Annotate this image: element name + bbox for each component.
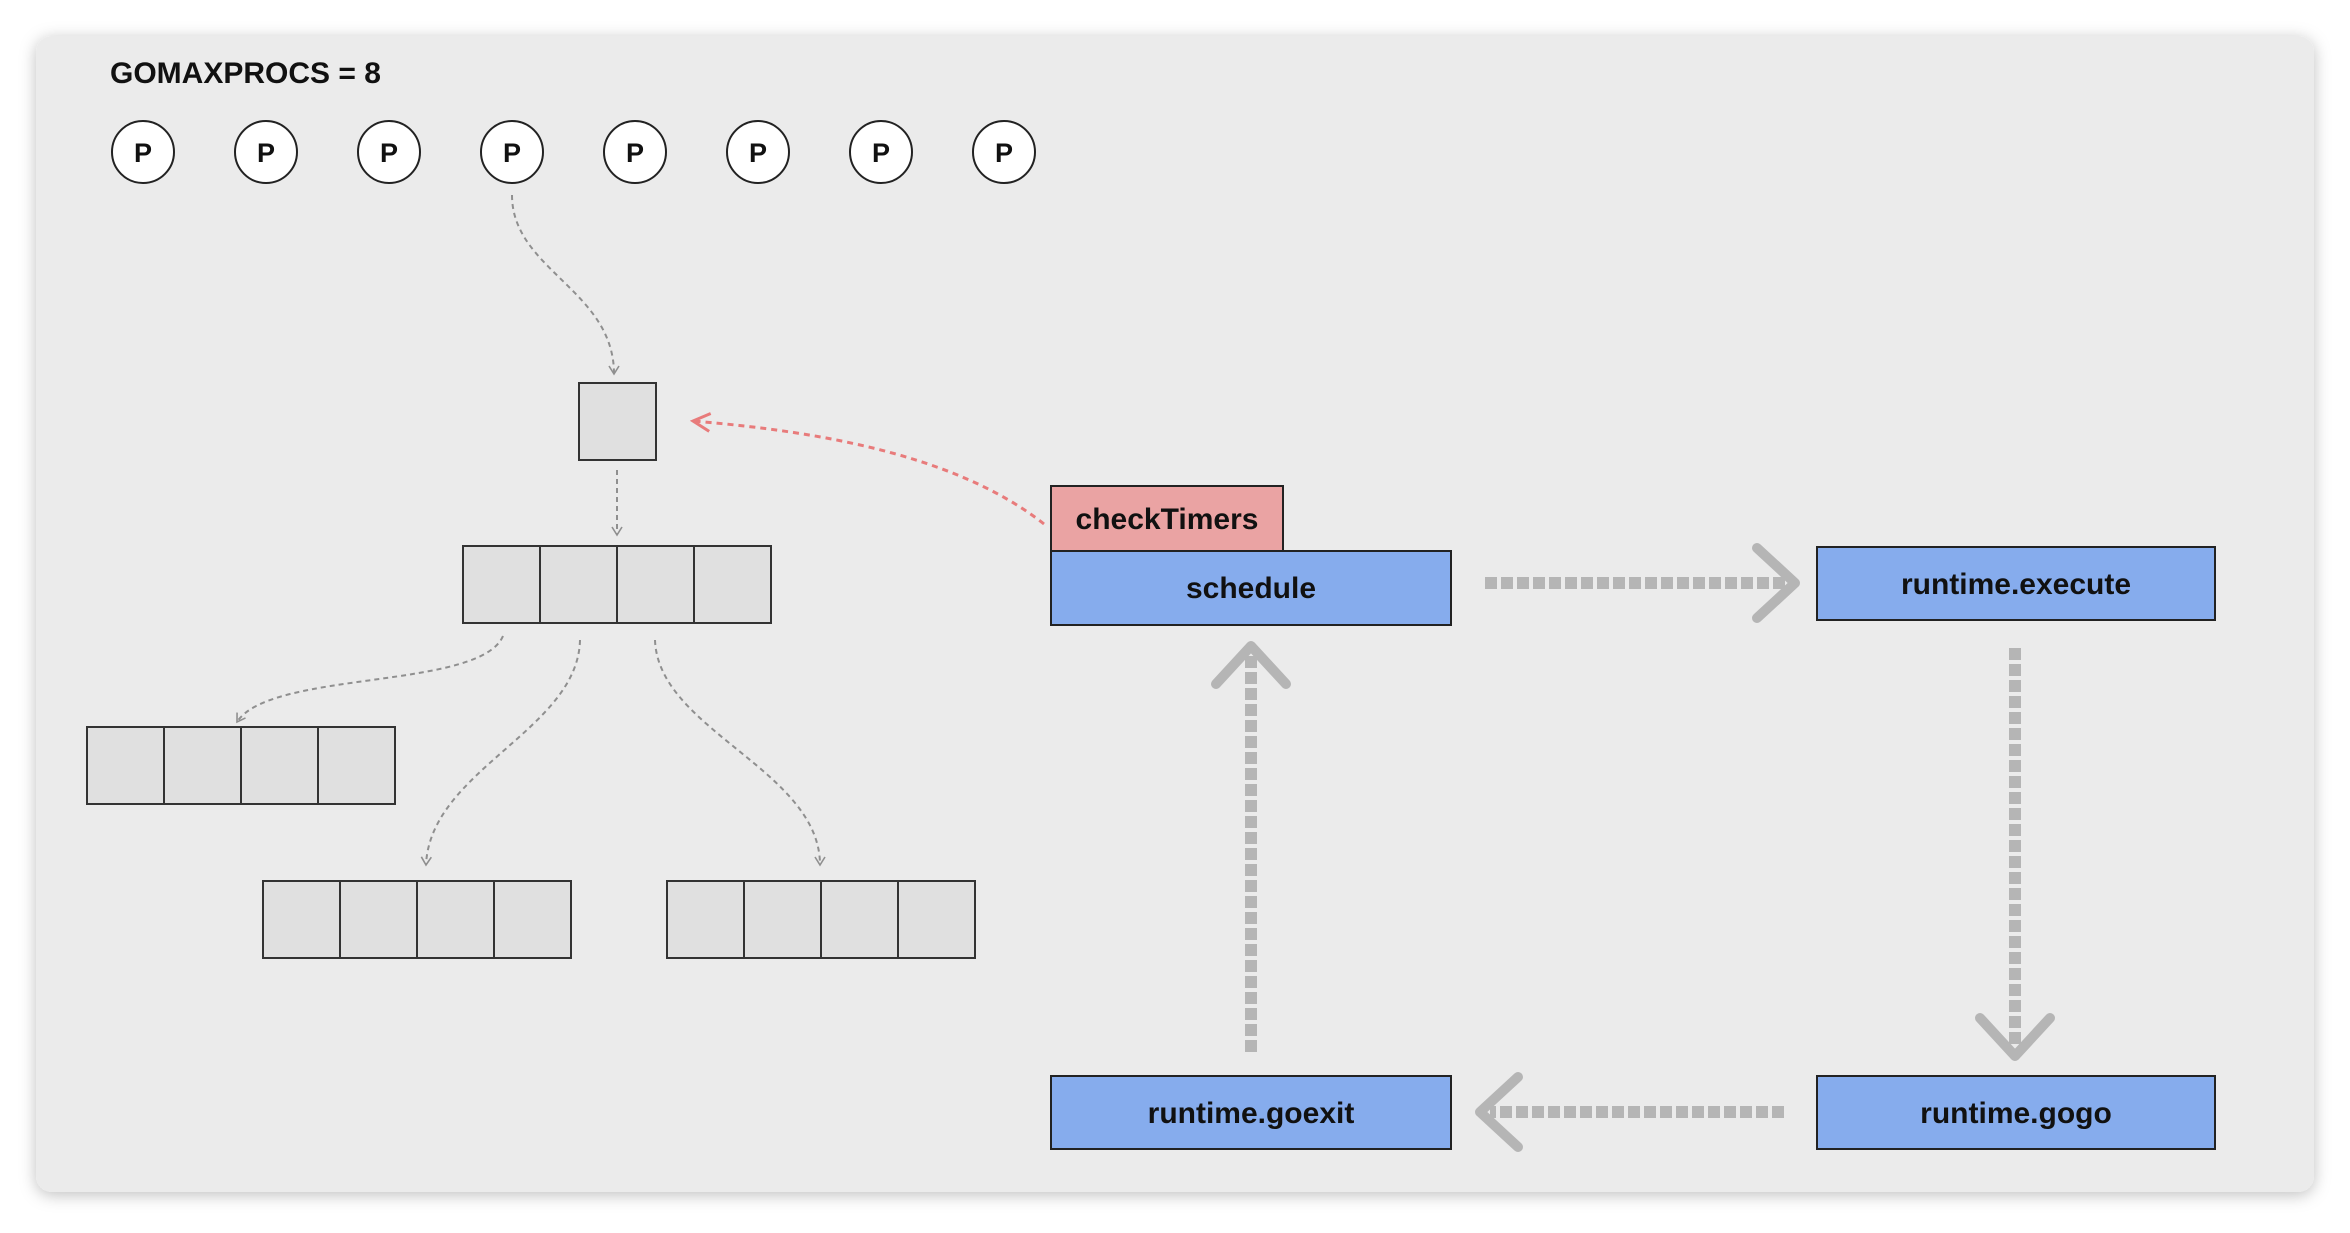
connectors <box>236 194 826 867</box>
flow-arrows <box>1211 543 2055 1152</box>
processor-circle <box>726 120 790 184</box>
queue-to-middle-queue-connector <box>420 639 581 867</box>
processor-circle <box>480 120 544 184</box>
processor-p-1: P <box>111 120 175 184</box>
processor-p-3: P <box>357 120 421 184</box>
queue-cell <box>743 880 822 959</box>
queue-cell <box>240 726 319 805</box>
queue-cell <box>666 880 745 959</box>
gomaxprocs-label: GOMAXPROCS = 8 <box>110 57 381 90</box>
queue-cell <box>693 545 772 624</box>
processor-circle <box>849 120 913 184</box>
queue-to-right-queue-connector <box>654 639 826 867</box>
schedule-to-execute-arrowhead <box>1752 543 1800 623</box>
processor-circle <box>234 120 298 184</box>
processor-label: P <box>134 138 152 168</box>
runtime-execute-label: runtime.execute <box>1901 568 2131 601</box>
queue-cell <box>416 880 495 959</box>
processor-to-slot-connector <box>511 194 620 376</box>
queue-cell <box>163 726 242 805</box>
processor-circle <box>972 120 1036 184</box>
goexit-to-schedule-arrowhead <box>1211 641 1291 689</box>
processor-p-2: P <box>234 120 298 184</box>
queue-cell <box>493 880 572 959</box>
runtime-gogo-box: runtime.gogo <box>1816 1075 2216 1150</box>
processor-p-6: P <box>726 120 790 184</box>
queue-cell <box>820 880 899 959</box>
execute-to-gogo-arrowhead <box>1975 1013 2055 1061</box>
processor-label: P <box>995 138 1013 168</box>
runnext-slot <box>578 382 657 461</box>
runtime-gogo-label: runtime.gogo <box>1920 1097 2112 1130</box>
processor-p-7: P <box>849 120 913 184</box>
runtime-goexit-box: runtime.goexit <box>1050 1075 1452 1150</box>
processor-label: P <box>626 138 644 168</box>
processor-label: P <box>380 138 398 168</box>
queue-cell <box>262 880 341 959</box>
queue-cell <box>86 726 165 805</box>
left-run-queue <box>86 726 396 805</box>
queue-cell <box>339 880 418 959</box>
processor-label: P <box>257 138 275 168</box>
processor-label: P <box>872 138 890 168</box>
queue-cell <box>317 726 396 805</box>
gogo-to-goexit-arrowhead <box>1475 1072 1523 1152</box>
runtime-execute-box: runtime.execute <box>1816 546 2216 621</box>
middle-run-queue <box>262 880 572 959</box>
schedule-box: schedule <box>1050 550 1452 626</box>
check-timers-box: checkTimers <box>1050 485 1284 553</box>
queue-cell <box>616 545 695 624</box>
processor-circle <box>357 120 421 184</box>
queue-cell <box>897 880 976 959</box>
processor-circle <box>603 120 667 184</box>
queue-cell <box>462 545 541 624</box>
run-queues <box>86 545 976 959</box>
global-run-queue <box>462 545 772 624</box>
check-timers-label: checkTimers <box>1076 503 1259 536</box>
schedule-label: schedule <box>1186 572 1316 605</box>
queue-cell <box>539 545 618 624</box>
processor-p-5: P <box>603 120 667 184</box>
processor-label: P <box>503 138 521 168</box>
processor-p-8: P <box>972 120 1036 184</box>
processor-p-4: P <box>480 120 544 184</box>
processor-label: P <box>749 138 767 168</box>
right-run-queue <box>666 880 976 959</box>
check-timers-arrow <box>693 421 1045 526</box>
processor-circle <box>111 120 175 184</box>
runtime-goexit-label: runtime.goexit <box>1148 1097 1355 1130</box>
